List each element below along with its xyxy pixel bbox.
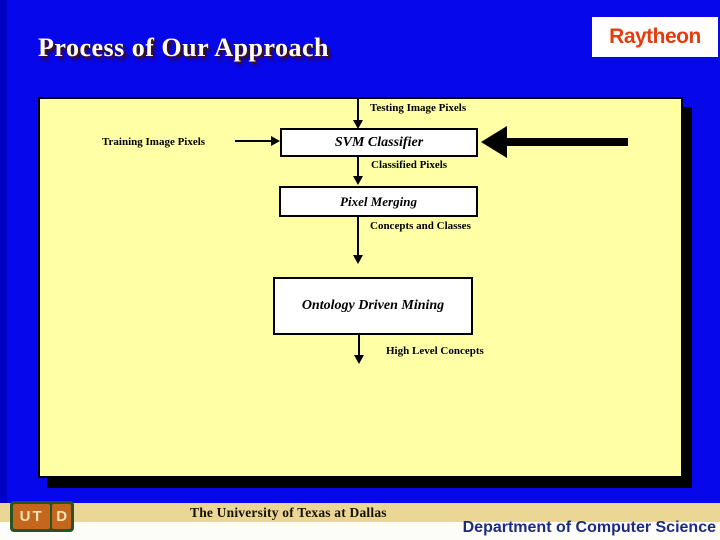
high-level-concepts-label: High Level Concepts <box>386 345 484 357</box>
svm-classifier-label: SVM Classifier <box>334 134 424 150</box>
slide-title: Process of Our Approach <box>38 33 330 62</box>
utd-logo-d-tile: D <box>52 504 71 529</box>
arrow-highlevel-line <box>358 335 360 356</box>
big-arrow-head-icon <box>481 126 507 158</box>
pixel-merging-box: Pixel Merging <box>279 186 478 217</box>
footer-tan-bar <box>0 503 720 522</box>
arrow-training-line <box>235 140 271 142</box>
svm-classifier-box: SVM Classifier <box>280 128 478 157</box>
big-arrow-bar <box>500 138 628 146</box>
arrow-testing-line <box>357 99 359 121</box>
arrow-testing-head-icon <box>353 120 363 129</box>
classified-pixels-label: Classified Pixels <box>371 159 448 171</box>
concepts-and-classes-label: Concepts and Classes <box>370 220 471 232</box>
utd-logo-ut-tile: UT <box>13 504 51 529</box>
diagram-panel: Testing Image Pixels SVM Classifier Trai… <box>38 97 683 478</box>
arrow-classified-line <box>357 157 359 177</box>
raytheon-logo-text: Raytheon <box>609 25 701 48</box>
department-name: Department of Computer Science <box>462 519 716 536</box>
slide-left-edge <box>0 0 7 503</box>
raytheon-logo: Raytheon <box>592 17 718 57</box>
utd-logo: UT D <box>10 501 74 532</box>
arrow-highlevel-head-icon <box>354 355 364 364</box>
testing-image-pixels-label: Testing Image Pixels <box>370 102 467 114</box>
pixel-merging-label: Pixel Merging <box>340 193 417 209</box>
arrow-concepts-head-icon <box>353 255 363 264</box>
footer-white-strip <box>0 522 720 540</box>
university-name: The University of Texas at Dallas <box>190 505 387 520</box>
arrow-concepts-line <box>357 217 359 255</box>
ontology-driven-mining-label: Ontology Driven Mining <box>301 298 445 313</box>
arrow-classified-head-icon <box>353 176 363 185</box>
arrow-training-head-icon <box>271 136 280 146</box>
ontology-driven-mining-box: Ontology Driven Mining <box>273 277 473 335</box>
training-image-pixels-label: Training Image Pixels <box>102 136 206 148</box>
